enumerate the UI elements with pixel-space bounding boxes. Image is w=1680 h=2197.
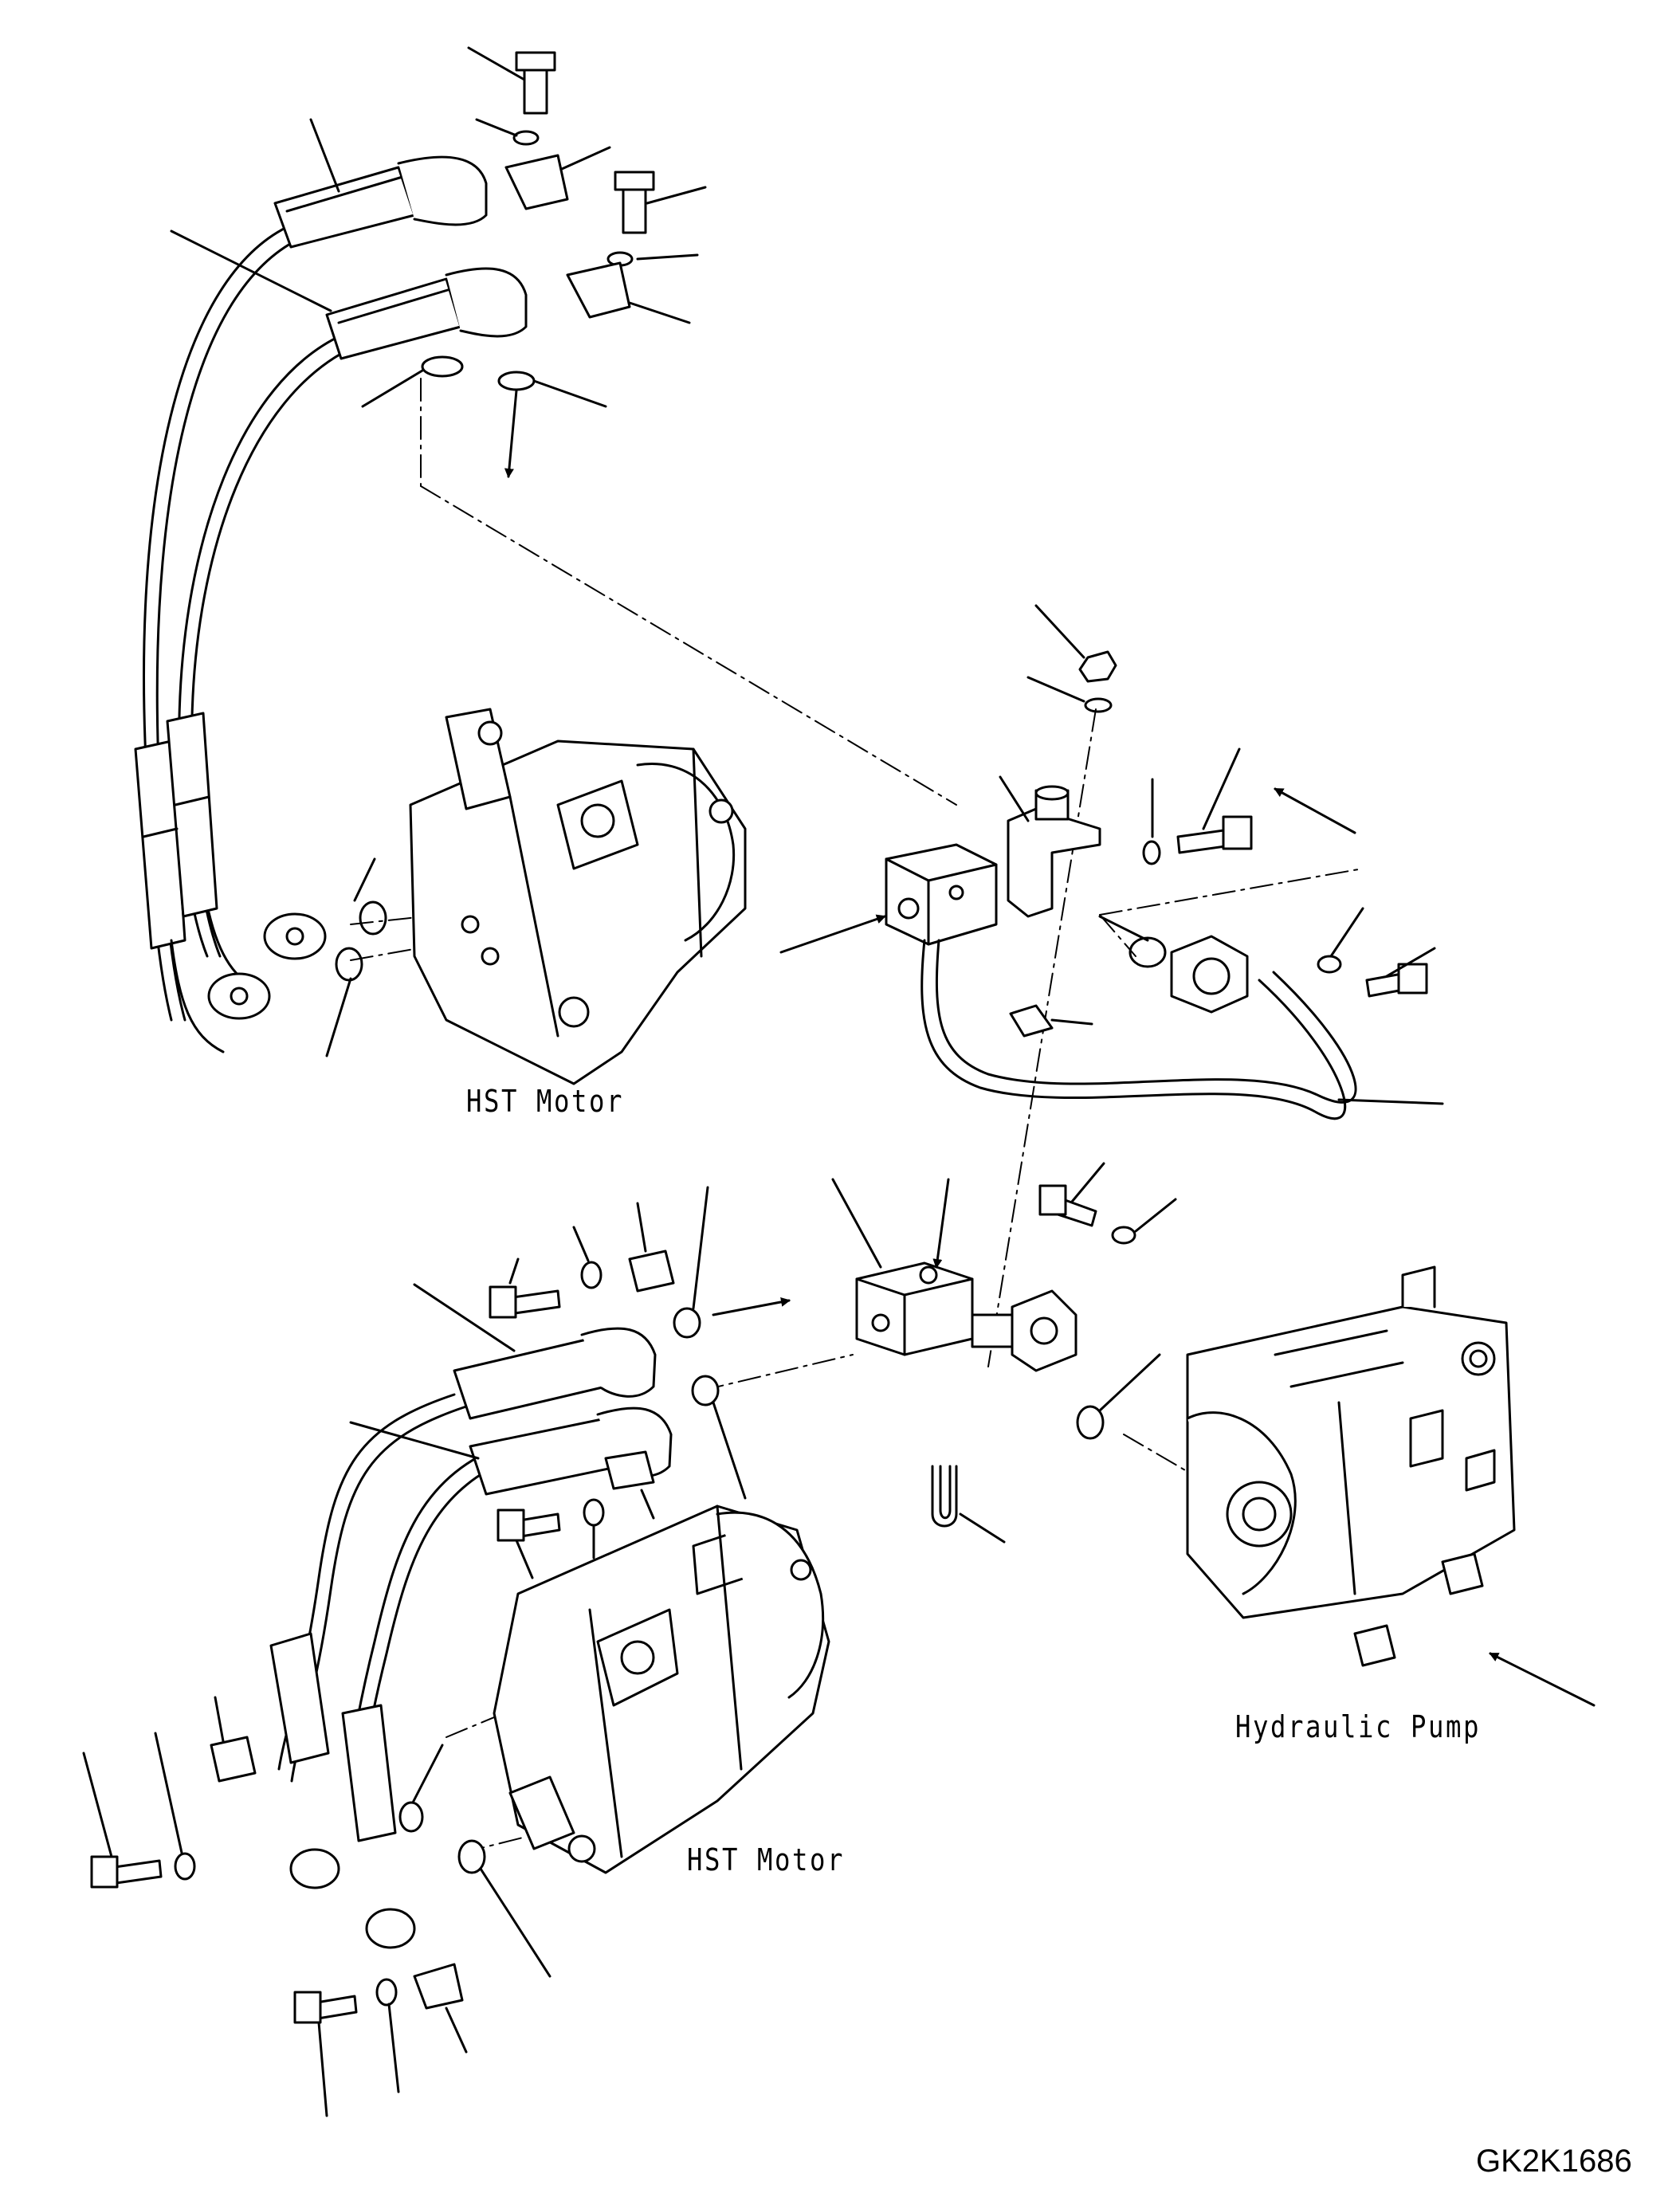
upper-tube [920,939,1444,1120]
top-fasteners [170,46,707,478]
label-hydraulic-pump: Hydraulic Pump [1235,1709,1481,1744]
upper-hst-motor [409,708,747,1085]
upper-flange [1170,935,1249,1014]
lower-leaders [82,1186,791,2117]
label-hst-motor-lower: HST Motor [687,1842,845,1877]
upper-hose-assembly [134,155,528,1053]
label-hst-motor-upper: HST Motor [466,1084,624,1119]
lower-hst-motor [493,1505,830,1874]
lower-fasteners [90,1250,720,2024]
bracket [1007,785,1101,918]
center-block-lower [855,1261,1077,1372]
drawing-code: GK2K1686 [1476,2144,1632,2179]
hydraulic-pump [1186,1265,1516,1667]
center-block-upper [885,843,998,946]
